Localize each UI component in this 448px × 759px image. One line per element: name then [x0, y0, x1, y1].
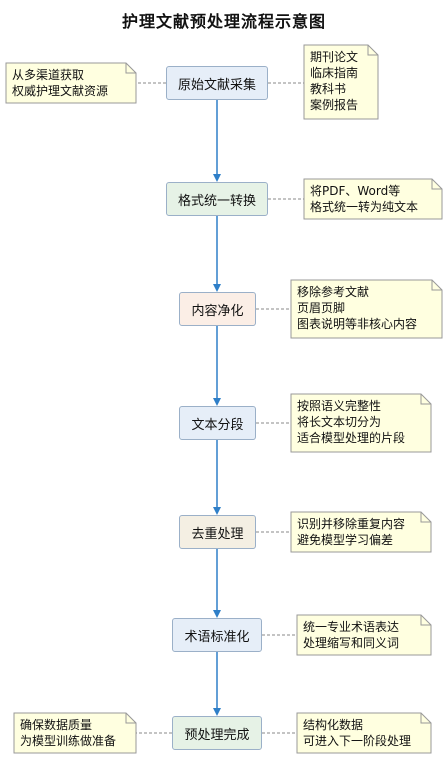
- note-clean: 移除参考文献 页眉页脚 图表说明等非核心内容: [297, 285, 418, 331]
- note-dedup: 识别并移除重复内容 避免模型学习偏差: [297, 517, 406, 547]
- note-fold: [431, 179, 442, 190]
- note-shape: [290, 279, 443, 339]
- note-done-left: 确保数据质量 为模型训练做准备: [20, 718, 117, 748]
- step-collect: 原始文献采集: [166, 66, 268, 100]
- note-shape: [13, 712, 137, 754]
- note-term: 统一专业术语表达 处理缩写和同义词: [303, 620, 400, 650]
- note-fold: [125, 63, 136, 74]
- note-shape: [5, 62, 137, 104]
- note-shape: [296, 614, 432, 656]
- note-fold: [367, 45, 378, 56]
- flow-arrow-head: [213, 507, 221, 515]
- step-term: 术语标准化: [172, 618, 262, 652]
- note-fold: [125, 713, 136, 724]
- note-fold: [420, 394, 431, 405]
- note-shape: [303, 178, 443, 220]
- note-fold: [420, 615, 431, 626]
- note-done-right: 结构化数据 可进入下一阶段处理: [303, 718, 412, 748]
- note-convert: 将PDF、Word等 格式统一转为纯文本: [310, 184, 419, 214]
- flow-arrow-head: [213, 284, 221, 292]
- note-shape: [296, 712, 432, 754]
- step-dedup: 去重处理: [179, 515, 256, 549]
- step-segment: 文本分段: [179, 406, 256, 440]
- diagram-title: 护理文献预处理流程示意图: [121, 12, 326, 31]
- note-collect-right: 期刊论文 临床指南 教科书 案例报告: [310, 50, 359, 112]
- note-collect-left: 从多渠道获取 权威护理文献资源: [12, 68, 109, 98]
- note-fold: [420, 713, 431, 724]
- step-clean: 内容净化: [179, 292, 256, 326]
- flow-arrow-head: [213, 708, 221, 716]
- note-fold: [420, 512, 431, 523]
- flow-arrow-head: [213, 174, 221, 182]
- note-shape: [290, 393, 432, 453]
- note-segment: 按照语义完整性 将长文本切分为 适合模型处理的片段: [297, 399, 406, 445]
- flow-arrow-head: [213, 398, 221, 406]
- step-done: 预处理完成: [172, 716, 262, 750]
- note-fold: [431, 280, 442, 291]
- flow-arrow-head: [213, 610, 221, 618]
- note-shape: [303, 44, 379, 120]
- step-convert: 格式统一转换: [166, 182, 268, 216]
- note-shape: [290, 511, 432, 553]
